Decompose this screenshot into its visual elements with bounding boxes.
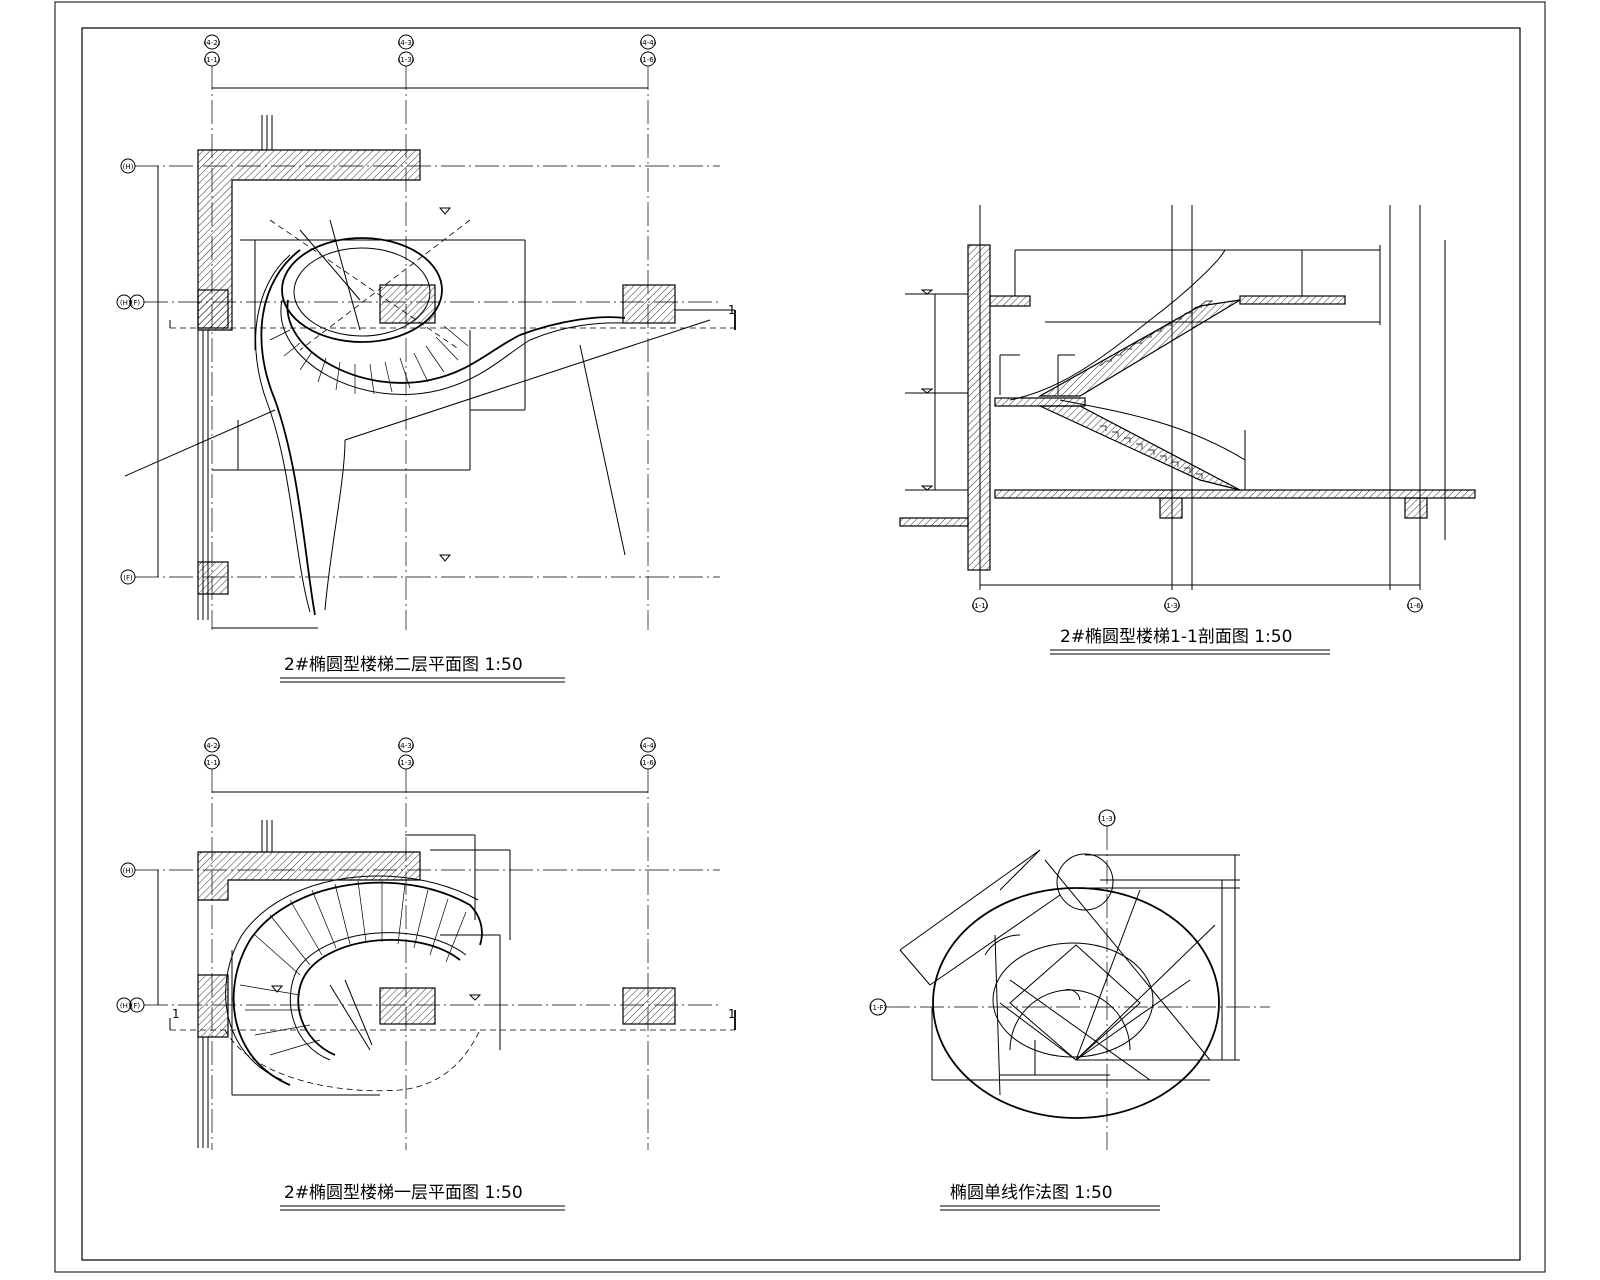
section-grid-1-1: (1-1) xyxy=(972,602,989,610)
grid-bubbles-left-1f: (H) (H)(F) xyxy=(116,862,145,1013)
grid-label-4-4: (4-4) xyxy=(640,39,657,47)
grid-label-1f-4-3: (4-3) xyxy=(398,742,415,750)
grid-bubbles-top-1f: (4-2) (1-1) (4-3) (1-3) (4-4) (1-6) xyxy=(204,737,657,770)
plan-1f-title: 2#椭圆型楼梯一层平面图 1:50 xyxy=(284,1183,523,1203)
grid-label-1f-4-2: (4-2) xyxy=(204,742,221,750)
grid-label-1f-4-4: (4-4) xyxy=(640,742,657,750)
ellipse-method-drawing: (1-3) (1-F) 椭圆单线作 xyxy=(869,809,1270,1211)
grid-label-hf: (H)(F) xyxy=(120,299,140,307)
section-1-1-drawing: (1-1) (1-3) (1-6) 2#椭圆型楼梯1-1剖面图 1:50 xyxy=(899,205,1476,655)
plan-2f-title: 2#椭圆型楼梯二层平面图 1:50 xyxy=(284,655,523,675)
grid-label-f: (F) xyxy=(123,574,133,582)
grid-bubbles-left: (H) (H)(F) (F) xyxy=(116,158,145,585)
grid-label-1f-1-6: (1-6) xyxy=(640,759,657,767)
ellipse-method-title: 椭圆单线作法图 1:50 xyxy=(950,1183,1113,1203)
plan-2f-drawing: (4-2) (1-1) (4-3) (1-3) (4-4) (1-6) (H) … xyxy=(116,34,736,683)
grid-label-4-2: (4-2) xyxy=(204,39,221,47)
section-grid-1-6: (1-6) xyxy=(1407,602,1424,610)
grid-label-h: (H) xyxy=(123,163,134,171)
outer-border xyxy=(54,1,1546,1273)
section-grid-bubbles: (1-1) (1-3) (1-6) xyxy=(972,597,1424,613)
grid-label-1-1: (1-1) xyxy=(204,56,221,64)
grid-label-1f-hf: (H)(F) xyxy=(120,1002,140,1010)
stair-treads-2f xyxy=(269,325,469,395)
ellipse-grid-left: (1-F) xyxy=(870,1004,887,1012)
ellipse-grid-top: (1-3) xyxy=(1099,815,1116,823)
section-mark-1f-right: 1 xyxy=(728,1007,736,1021)
grid-label-1-3: (1-3) xyxy=(398,56,415,64)
grid-bubbles-top: (4-2) (1-1) (4-3) (1-3) (4-4) (1-6) xyxy=(204,34,657,67)
plan-1f-drawing: (4-2) (1-1) (4-3) (1-3) (4-4) (1-6) (H) … xyxy=(116,737,736,1211)
grid-label-1f-h: (H) xyxy=(123,867,134,875)
inner-border xyxy=(81,27,1521,1261)
section-mark-1f-left: 1 xyxy=(172,1007,180,1021)
section-grid-1-3: (1-3) xyxy=(1164,602,1181,610)
grid-label-1-6: (1-6) xyxy=(640,56,657,64)
grid-label-4-3: (4-3) xyxy=(398,39,415,47)
main-ellipse xyxy=(932,887,1220,1119)
section-1-1-title: 2#椭圆型楼梯1-1剖面图 1:50 xyxy=(1060,627,1292,647)
stair-treads-1f xyxy=(239,880,467,1056)
grid-label-1f-1-1: (1-1) xyxy=(204,759,221,767)
section-mark-left: 1 xyxy=(728,303,736,317)
grid-label-1f-1-3: (1-3) xyxy=(398,759,415,767)
